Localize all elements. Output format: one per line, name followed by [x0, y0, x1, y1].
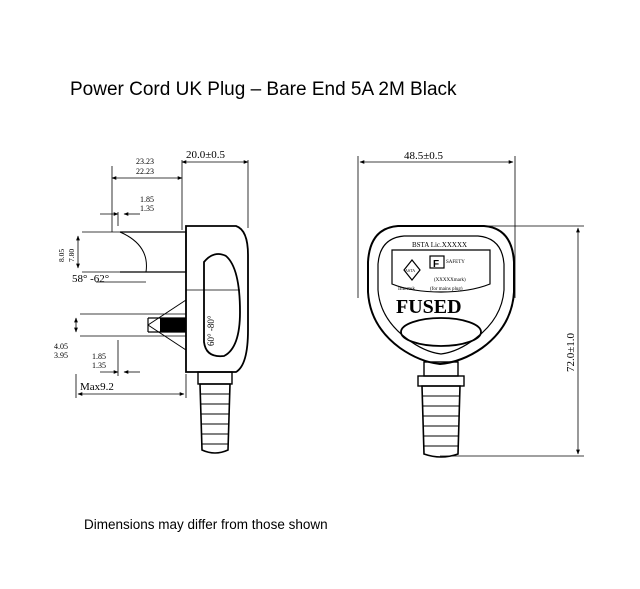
dim-lower-top: 4.05: [54, 342, 68, 351]
dim-lower-pin-top: 1.85: [92, 352, 106, 361]
dim-max: Max9.2: [80, 381, 114, 393]
dim-overall-depth: 20.0±0.5: [186, 149, 226, 161]
dim-height: 72.0±1.0: [565, 332, 577, 372]
dim-width-bottom: 22.23: [136, 167, 154, 176]
label-mains: (for mains plug): [430, 287, 463, 292]
side-view: [74, 160, 249, 454]
front-view: F: [357, 156, 584, 458]
dim-pin-top: 1.85: [140, 195, 154, 204]
label-asta: ASTA: [405, 268, 415, 273]
label-bsta: BSTA Lic.XXXXX: [412, 241, 467, 249]
dim-earth-b: 7.80: [67, 249, 76, 262]
angle-cavity: 60° -80°: [206, 315, 216, 346]
dim-lower-pin-bottom: 1.35: [92, 361, 106, 370]
dimensions-note: Dimensions may differ from those shown: [84, 517, 328, 532]
dim-width: 48.5±0.5: [404, 150, 444, 162]
svg-text:F: F: [433, 259, 439, 270]
page-title: Power Cord UK Plug – Bare End 5A 2M Blac…: [70, 79, 457, 100]
label-safety: SAFETY: [446, 260, 465, 265]
angle-earth: 58° -62°: [72, 273, 109, 285]
dim-earth-a: 8.05: [57, 249, 66, 262]
label-mark: (XXXXXmark): [434, 278, 466, 283]
label-intertek: Intertek: [398, 286, 415, 292]
dim-pin-bottom: 1.35: [140, 204, 154, 213]
dim-lower-bottom: 3.95: [54, 351, 68, 360]
label-fused: FUSED: [396, 296, 462, 318]
dim-width-top: 23.23: [136, 157, 154, 166]
